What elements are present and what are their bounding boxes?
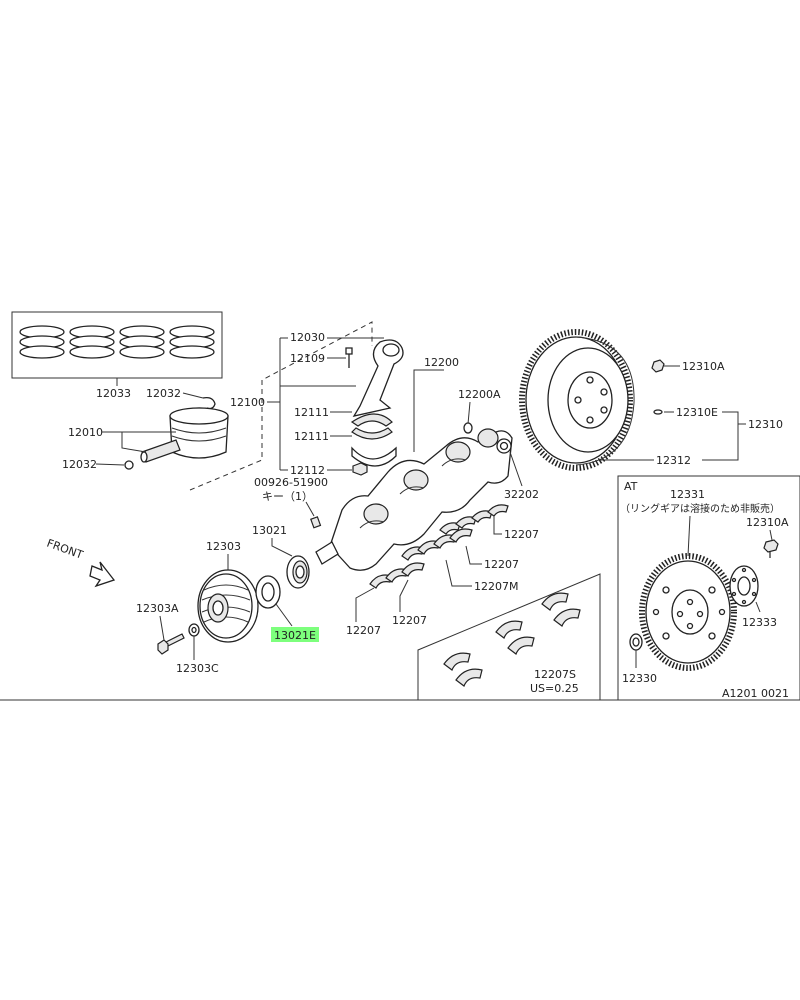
rod-nut	[352, 462, 368, 476]
label-12100: 12100	[230, 396, 265, 409]
upper-bearing-row	[439, 504, 509, 535]
label-00926-51900: 00926-51900	[254, 476, 328, 489]
piston-clip-top	[202, 396, 216, 410]
diagram-code: A1201 0021	[722, 687, 789, 700]
piston-ring-set-3	[119, 325, 165, 359]
connecting-rod-group[interactable]: 12030 12109 12100 12111 12111 12112	[230, 331, 404, 477]
pulley-bolt	[157, 633, 185, 655]
bearing-set-shells	[443, 592, 581, 687]
middle-bearing-row	[401, 528, 473, 561]
crankshaft-nose	[315, 541, 339, 565]
flywheel-mt-group[interactable]: 12310A 12310E 12310 12312	[519, 329, 783, 471]
rod-bolt	[345, 347, 353, 368]
lower-bearing-row	[369, 562, 425, 589]
label-12312: 12312	[656, 454, 691, 467]
label-12303: 12303	[206, 540, 241, 553]
front-indicator: FRONT	[45, 537, 116, 588]
label-12200A: 12200A	[458, 388, 501, 401]
label-12330: 12330	[622, 672, 657, 685]
label-us-025: US=0.25	[530, 682, 579, 695]
bearing-set-box[interactable]: 12207S US=0.25	[417, 573, 601, 701]
dashed-connector	[189, 321, 373, 491]
rod-bearing-upper	[350, 413, 393, 427]
label-12033: 12033	[96, 387, 131, 400]
label-12331: 12331	[670, 488, 705, 501]
piston-group[interactable]: 12032 12010 12032	[62, 387, 229, 471]
label-12207-b: 12207	[484, 558, 519, 571]
rod-bearing-lower	[351, 427, 393, 440]
piston-clip-bottom	[124, 460, 134, 470]
label-12310A: 12310A	[682, 360, 725, 373]
label-ring-gear-note: （リングギアは溶接のため非販売）	[620, 502, 780, 515]
drive-plate-ring-gear	[639, 553, 737, 671]
connecting-rod	[352, 339, 404, 417]
flywheel-ring-gear	[519, 329, 633, 471]
label-12303C: 12303C	[176, 662, 219, 675]
front-label: FRONT	[45, 537, 85, 562]
label-12111-b: 12111	[294, 430, 329, 443]
at-drive-plate-group[interactable]: AT 12331 （リングギアは溶接のため非販売） 12310A	[617, 475, 800, 701]
front-seal-group[interactable]: 13021 13021E	[252, 524, 319, 642]
main-bearings-group[interactable]: 12207 12207 12207M 12207 12207	[346, 504, 539, 637]
label-12310E: 12310E	[676, 406, 718, 419]
rod-cap	[351, 446, 397, 467]
front-arrow-icon	[89, 561, 116, 588]
label-12207-a: 12207	[504, 528, 539, 541]
label-12111-a: 12111	[294, 406, 329, 419]
piston-pin	[141, 439, 181, 463]
drive-plate-bolt	[763, 539, 779, 558]
label-12032-top: 12032	[146, 387, 181, 400]
label-12207-d: 12207	[392, 614, 427, 627]
crank-pin-dowel	[463, 422, 473, 434]
bearing-set-outline	[417, 573, 601, 701]
label-32202: 32202	[504, 488, 539, 501]
label-12112: 12112	[290, 464, 325, 477]
label-12207S: 12207S	[534, 668, 576, 681]
label-13021E: 13021E	[274, 629, 316, 642]
piston-rings-group[interactable]: 12033	[11, 311, 223, 400]
piston-ring-set-2	[69, 325, 115, 359]
crank-pulley-group[interactable]: 12303 12303A 12303C	[136, 540, 259, 675]
label-12207-c: 12207	[346, 624, 381, 637]
label-12333: 12333	[742, 616, 777, 629]
drive-plate-holes	[652, 586, 726, 640]
at-box	[617, 475, 800, 701]
woodruff-key	[310, 516, 322, 529]
crankshaft	[329, 430, 513, 571]
label-12310A-at: 12310A	[746, 516, 789, 529]
flywheel-bolt	[651, 359, 665, 373]
crankshaft-group[interactable]: 12200 12200A 32202 00926-51900 キー（1）	[254, 356, 539, 571]
flywheel-dowel	[653, 409, 663, 415]
piston-ring-set-4	[169, 325, 215, 359]
label-12310: 12310	[748, 418, 783, 431]
label-12303A: 12303A	[136, 602, 179, 615]
label-13021: 13021	[252, 524, 287, 537]
label-12010: 12010	[68, 426, 103, 439]
label-at: AT	[624, 480, 638, 493]
label-12032-bottom: 12032	[62, 458, 97, 471]
label-12200: 12200	[424, 356, 459, 369]
highlight-13021E	[271, 627, 319, 642]
piston-ring-set-1	[19, 325, 65, 359]
label-12207M: 12207M	[474, 580, 518, 593]
label-12030: 12030	[290, 331, 325, 344]
label-12109: 12109	[290, 352, 325, 365]
label-key: キー（1）	[262, 490, 313, 503]
flywheel-bolt-holes	[574, 376, 608, 424]
